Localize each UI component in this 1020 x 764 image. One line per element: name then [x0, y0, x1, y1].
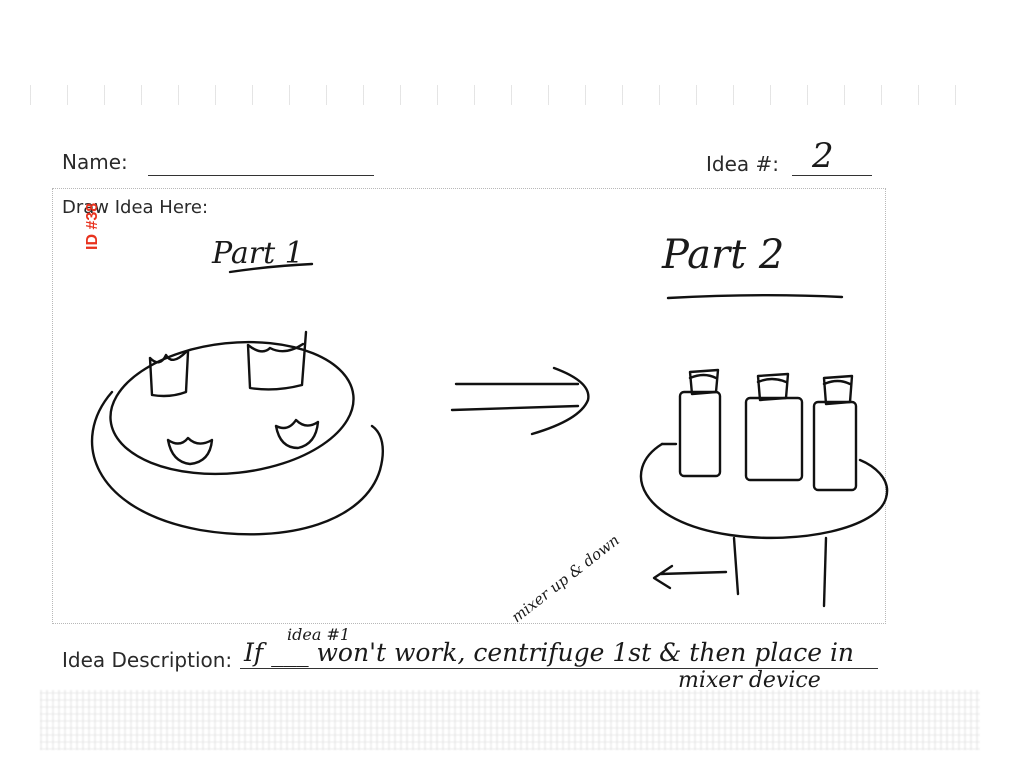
- tube-4: [274, 418, 320, 450]
- tube-1: [148, 350, 190, 398]
- description-line: [240, 668, 878, 669]
- description-line-2: mixer device: [678, 668, 821, 693]
- leg-2: [822, 536, 828, 608]
- cap-1: [688, 368, 720, 396]
- idea-number-value: 2: [812, 136, 834, 176]
- cap-2: [756, 372, 790, 402]
- cylinder-1: [678, 390, 722, 478]
- mixer-arrow: [652, 564, 728, 590]
- show-through-noise: [40, 690, 980, 750]
- part2-label: Part 2: [662, 232, 785, 278]
- cylinder-3: [812, 400, 858, 492]
- idea-number-label: Idea #:: [706, 152, 780, 176]
- cylinder-2: [744, 396, 804, 482]
- scan-noise: [30, 85, 990, 105]
- part2-underline: [666, 294, 844, 300]
- tube-3: [166, 436, 214, 466]
- name-line: [148, 175, 374, 176]
- part1-underline: [228, 262, 314, 274]
- drawing-area: [52, 188, 886, 624]
- arrow-head: [530, 366, 590, 436]
- cap-3: [822, 374, 854, 406]
- plate-inner: [109, 340, 355, 476]
- plate-outer: [90, 390, 384, 536]
- leg-1: [732, 536, 740, 596]
- draw-idea-label: Draw Idea Here:: [62, 197, 209, 218]
- name-label: Name:: [62, 150, 128, 174]
- idea-number-line: [792, 175, 872, 176]
- description-insert: idea #1: [287, 625, 351, 644]
- description-line-1: If ___ won't work, centrifuge 1st & then…: [244, 638, 855, 667]
- device-base: [639, 442, 889, 540]
- idea-description-label: Idea Description:: [62, 648, 233, 672]
- tube-2: [246, 330, 308, 391]
- arrow-line-2: [450, 404, 580, 412]
